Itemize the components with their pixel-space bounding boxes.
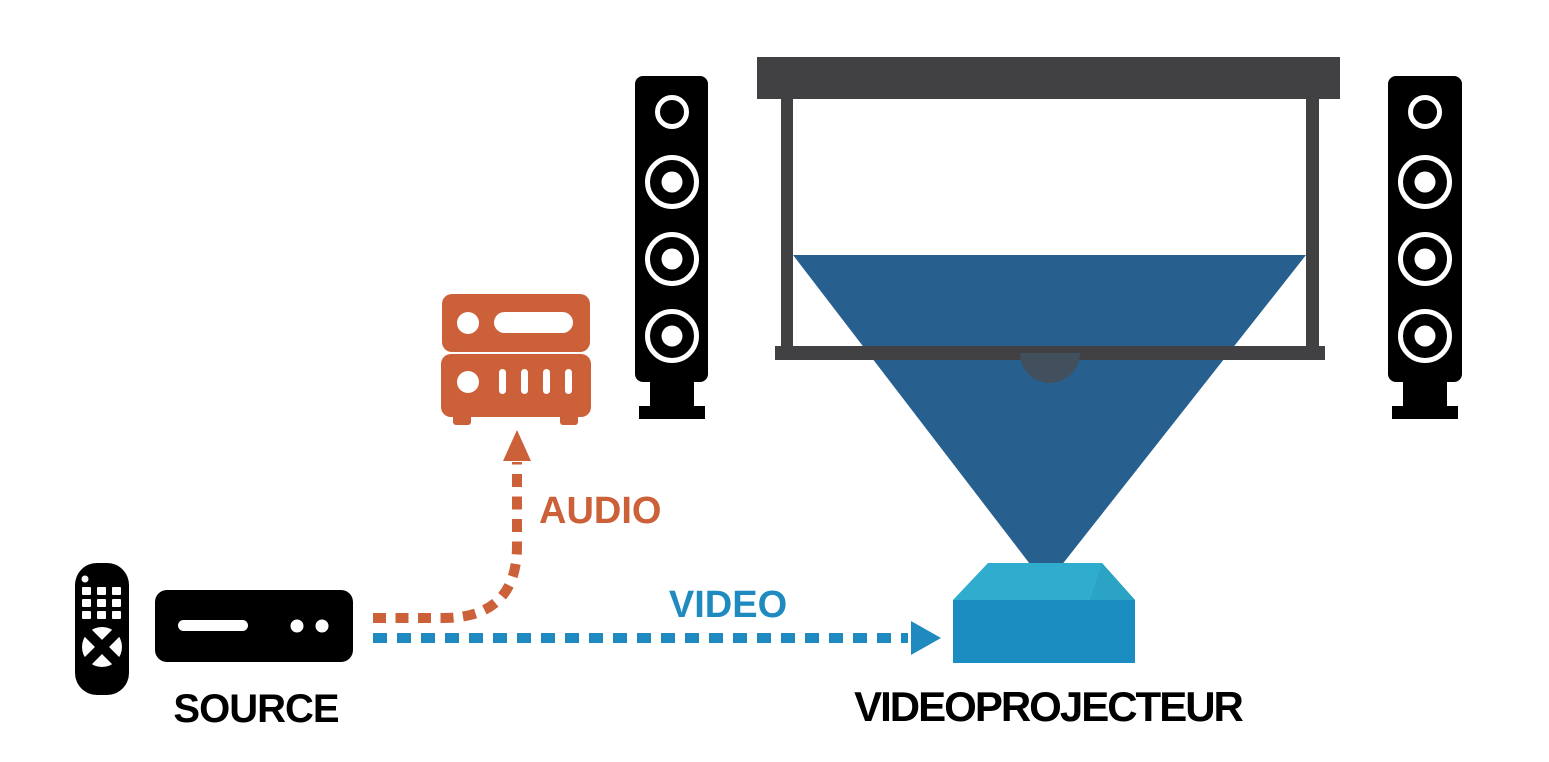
- remote-control-icon: [75, 563, 129, 695]
- audio-label: AUDIO: [539, 490, 662, 532]
- speaker-driver-icon: [1398, 155, 1452, 209]
- projection-beam: [793, 255, 1306, 585]
- knob-icon: [457, 371, 479, 393]
- speaker-driver-icon: [645, 232, 699, 286]
- videoprojecteur-label: VIDEOPROJECTEUR: [854, 683, 1244, 730]
- arrowhead-right-icon: [911, 621, 941, 655]
- button-dot: [290, 619, 304, 633]
- tower-speaker-icon: [635, 76, 708, 419]
- media-player-icon: [155, 590, 353, 662]
- screen-handle: [1020, 353, 1080, 383]
- speaker-driver-icon: [1398, 309, 1452, 363]
- tweeter-icon: [655, 95, 689, 129]
- ceiling-mount-bar: [757, 57, 1340, 99]
- av-receiver-icon: [441, 294, 591, 425]
- audio-signal-arrow: [373, 430, 531, 623]
- video-label: VIDEO: [668, 584, 788, 626]
- speaker-driver-icon: [645, 155, 699, 209]
- remote-keypad: [82, 587, 121, 619]
- projection-screen-icon: [757, 57, 1340, 585]
- power-led: [81, 575, 89, 583]
- disc-slot: [178, 620, 248, 631]
- knob-icon: [457, 312, 479, 334]
- tweeter-icon: [1408, 95, 1442, 129]
- screen-frame-right: [1306, 99, 1319, 360]
- speaker-driver-icon: [1398, 232, 1452, 286]
- dpad-icon: [81, 626, 123, 668]
- video-projector-icon: [953, 563, 1135, 663]
- tower-speaker-icon: [1388, 76, 1462, 419]
- display-slot: [494, 312, 573, 333]
- video-signal-arrow: [373, 621, 941, 655]
- arrowhead-up-icon: [503, 430, 531, 461]
- source-label: SOURCE: [173, 687, 339, 731]
- screen-frame-left: [781, 99, 793, 360]
- button-dot: [315, 619, 329, 633]
- speaker-driver-icon: [645, 309, 699, 363]
